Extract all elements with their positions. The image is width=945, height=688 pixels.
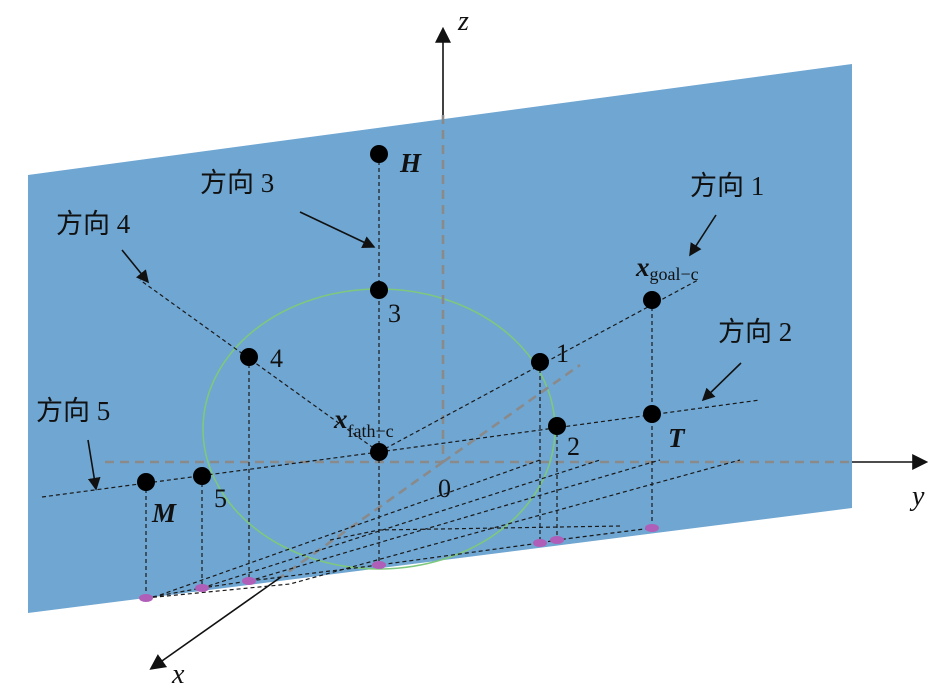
projection-dot-1: [533, 539, 547, 547]
label-point-5: 5: [214, 484, 227, 513]
point-h: [370, 145, 388, 163]
projection-dot-fath: [372, 561, 386, 569]
x-axis-hidden: [280, 460, 444, 579]
label-fath-sub: fath−c: [348, 421, 394, 441]
label-direction-3: 方向 3: [200, 168, 274, 198]
label-h: H: [399, 148, 422, 178]
ground-line-d: [248, 459, 661, 582]
point-5: [193, 467, 211, 485]
arrow-direction-3: [299, 211, 376, 248]
label-direction-2: 方向 2: [718, 317, 792, 347]
label-point-3: 3: [388, 299, 401, 328]
direction-line-1: [378, 279, 699, 453]
label-goal: xgoal−c: [635, 252, 699, 284]
ground-line-b: [145, 459, 741, 599]
projection-dot-goal: [645, 524, 659, 532]
z-axis-label: z: [457, 6, 469, 37]
projection-dot-4: [242, 577, 256, 585]
label-point-4: 4: [270, 344, 283, 373]
label-point-2: 2: [567, 432, 580, 461]
label-point-1: 1: [556, 339, 569, 368]
projection-dot-5: [195, 584, 209, 592]
label-t: T: [668, 423, 686, 453]
label-direction-5: 方向 5: [36, 396, 110, 426]
label-direction-4: 方向 4: [56, 209, 131, 239]
point-4: [240, 348, 258, 366]
projection-dot-m: [139, 594, 153, 602]
projection-dot-2: [550, 536, 564, 544]
x-axis-hidden-ext: [442, 363, 581, 464]
arrow-direction-2: [701, 362, 742, 402]
arrow-direction-4: [121, 249, 150, 284]
x-axis: [149, 576, 282, 670]
point-goal: [643, 291, 661, 309]
plane: [28, 64, 852, 613]
ground-line-e: [329, 525, 621, 541]
y-axis-label: y: [909, 481, 925, 512]
label-fath: xfath−c: [333, 404, 394, 441]
arrow-direction-1: [689, 214, 717, 257]
point-1: [531, 353, 549, 371]
point-t: [643, 405, 661, 423]
label-goal-x: x: [635, 252, 650, 282]
label-goal-sub: goal−c: [650, 264, 699, 284]
point-3: [370, 281, 388, 299]
point-m: [137, 473, 155, 491]
label-m: M: [151, 498, 177, 528]
label-fath-x: x: [333, 404, 348, 434]
x-axis-label: x: [171, 659, 185, 688]
direction-line-4: [139, 279, 380, 453]
ground-line-f: [159, 459, 541, 596]
label-direction-1: 方向 1: [690, 171, 764, 201]
direction-line-2: [378, 399, 761, 453]
point-2: [548, 417, 566, 435]
origin-label: 0: [438, 474, 451, 503]
arrow-direction-5: [87, 439, 101, 491]
point-fath: [370, 443, 388, 461]
